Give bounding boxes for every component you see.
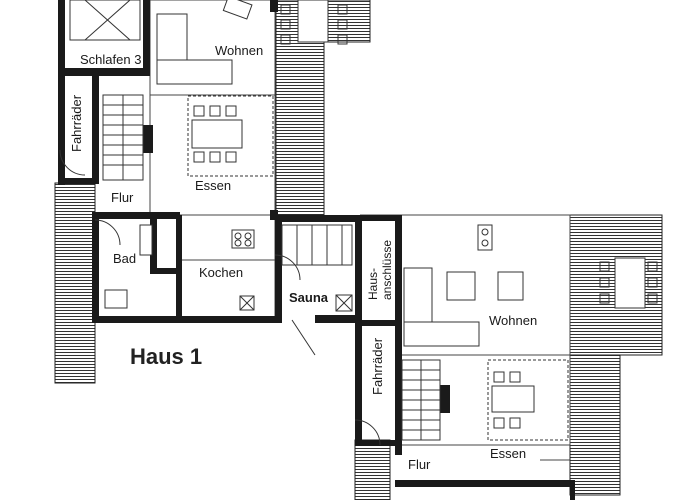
room-label-essen-top: Essen	[195, 178, 232, 193]
terrace-bottom-left	[354, 439, 391, 500]
room-label-schlafen3: Schlafen 3	[80, 52, 142, 67]
terrace-left	[54, 182, 96, 384]
room-label-sauna: Sauna	[289, 290, 329, 305]
house-title: Haus 1	[130, 344, 203, 369]
room-label-fahrraeder-bottom: Fahrräder	[370, 337, 385, 395]
room-label-flur-bottom: Flur	[408, 457, 431, 472]
room-label-essen-bottom: Essen	[490, 446, 527, 461]
terrace-right-lower	[569, 354, 621, 496]
room-label-wohnen-top: Wohnen	[215, 43, 264, 58]
room-label-fahrraeder-top: Fahrräder	[69, 94, 84, 152]
room-label-kochen: Kochen	[199, 265, 244, 280]
room-label-hausanschluesse: Haus- anschlüsse	[366, 239, 394, 300]
room-label-bad: Bad	[113, 251, 137, 266]
room-label-wohnen-right: Wohnen	[489, 313, 538, 328]
room-label-flur-top: Flur	[111, 190, 134, 205]
